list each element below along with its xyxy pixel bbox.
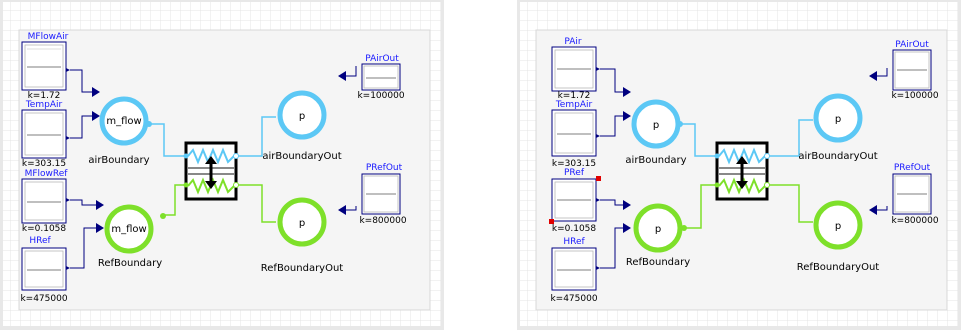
heat-exchanger[interactable] [714,141,770,201]
source-name: PAirOut [365,54,399,64]
boundary-inner-label: p [655,224,661,235]
boundary-label: RefBoundary [98,258,162,269]
source-k: k=303.15 [22,159,66,169]
source-name: TempAir [25,100,63,110]
source-name: PAir [564,37,582,47]
boundary-RefBoundary[interactable]: m_flow RefBoundary [98,204,166,269]
source-PAirOut[interactable]: PAirOut k=100000 [891,40,938,101]
source-k: k=303.15 [552,159,596,169]
signal-wires [600,68,888,269]
port-air-out[interactable] [233,153,239,159]
boundary-RefBoundaryOut[interactable]: p RefBoundaryOut [797,200,880,273]
source-name: PRefOut [366,163,403,173]
left-diagram-canvas: MFlowAir k=1.72 TempAir k=303.15 MFlowRe… [3,2,441,326]
boundary-inner-label: p [299,111,305,122]
boundary-label: airBoundary [88,155,149,166]
boundary-label: airBoundaryOut [798,151,877,162]
source-k: k=800000 [359,216,406,226]
fluid-connections [680,119,813,229]
source-name: MFlowRef [25,169,69,179]
heat-exchanger[interactable] [183,141,239,201]
right-diagram-canvas: PAir k=1.72 TempAir k=303.15 PRef k=0.10… [520,2,958,326]
port-air-out[interactable] [764,153,770,159]
signal-wires [70,66,357,269]
boundary-inner-label: p [653,120,659,131]
source-name: PRefOut [894,163,931,173]
source-MFlowAir[interactable]: MFlowAir k=1.72 [21,32,70,101]
boundary-airBoundary[interactable]: m_flow airBoundary [88,96,152,166]
boundary-inner-label: m_flow [106,116,141,127]
boundary-RefBoundaryOut[interactable]: p RefBoundaryOut [261,197,344,274]
source-HRef[interactable]: HRef k=475000 [550,237,600,304]
port-ref-in[interactable] [714,182,720,188]
boundary-label: RefBoundary [626,257,690,268]
port-air-in[interactable] [183,153,189,159]
source-k: k=475000 [550,294,597,304]
source-TempAir[interactable]: TempAir k=303.15 [551,100,600,169]
source-k: k=475000 [20,294,67,304]
boundary-label: airBoundary [625,155,686,166]
source-name: HRef [563,237,585,247]
boundary-inner-label: p [835,114,841,125]
boundary-RefBoundary[interactable]: p RefBoundary [626,203,690,268]
port-air-in[interactable] [714,153,720,159]
port-ref-out[interactable] [764,182,770,188]
source-TempAir[interactable]: TempAir k=303.15 [21,100,70,169]
source-name: PAirOut [895,40,929,50]
boundary-inner-label: m_flow [111,224,146,235]
source-HRef[interactable]: HRef k=475000 [20,236,70,304]
source-name: TempAir [555,100,593,110]
boundary-label: RefBoundaryOut [261,263,344,274]
source-PRefOut[interactable]: PRefOut k=800000 [891,163,938,226]
source-k: k=1.72 [558,91,591,101]
source-name: HRef [29,236,51,246]
boundary-label: airBoundaryOut [262,151,341,162]
source-k: k=0.1058 [552,224,597,234]
source-k: k=0.1058 [22,224,67,234]
boundary-inner-label: p [299,218,305,229]
port-ref-out[interactable] [233,182,239,188]
fluid-connections [148,116,276,223]
source-k: k=800000 [891,216,938,226]
source-PAirOut[interactable]: PAirOut k=100000 [357,54,404,101]
boundary-label: RefBoundaryOut [797,262,880,273]
boundary-airBoundaryOut[interactable]: p airBoundaryOut [798,93,878,162]
boundary-airBoundary[interactable]: p airBoundary [625,99,687,166]
boundary-airBoundaryOut[interactable]: p airBoundaryOut [262,90,342,162]
selection-handle-top-right[interactable] [596,176,601,181]
boundary-inner-label: p [835,221,841,232]
source-name: PRef [564,168,585,178]
source-PAir[interactable]: PAir k=1.72 [551,37,600,101]
source-k: k=100000 [357,91,404,101]
source-k: k=1.72 [28,91,61,101]
selection-handle-bottom-left[interactable] [549,219,554,224]
source-PRefOut[interactable]: PRefOut k=800000 [359,163,406,226]
source-MFlowRef[interactable]: MFlowRef k=0.1058 [21,169,70,234]
source-k: k=100000 [891,91,938,101]
port-ref-in[interactable] [183,182,189,188]
source-name: MFlowAir [28,32,69,42]
source-PRef[interactable]: PRef k=0.1058 [549,168,601,234]
